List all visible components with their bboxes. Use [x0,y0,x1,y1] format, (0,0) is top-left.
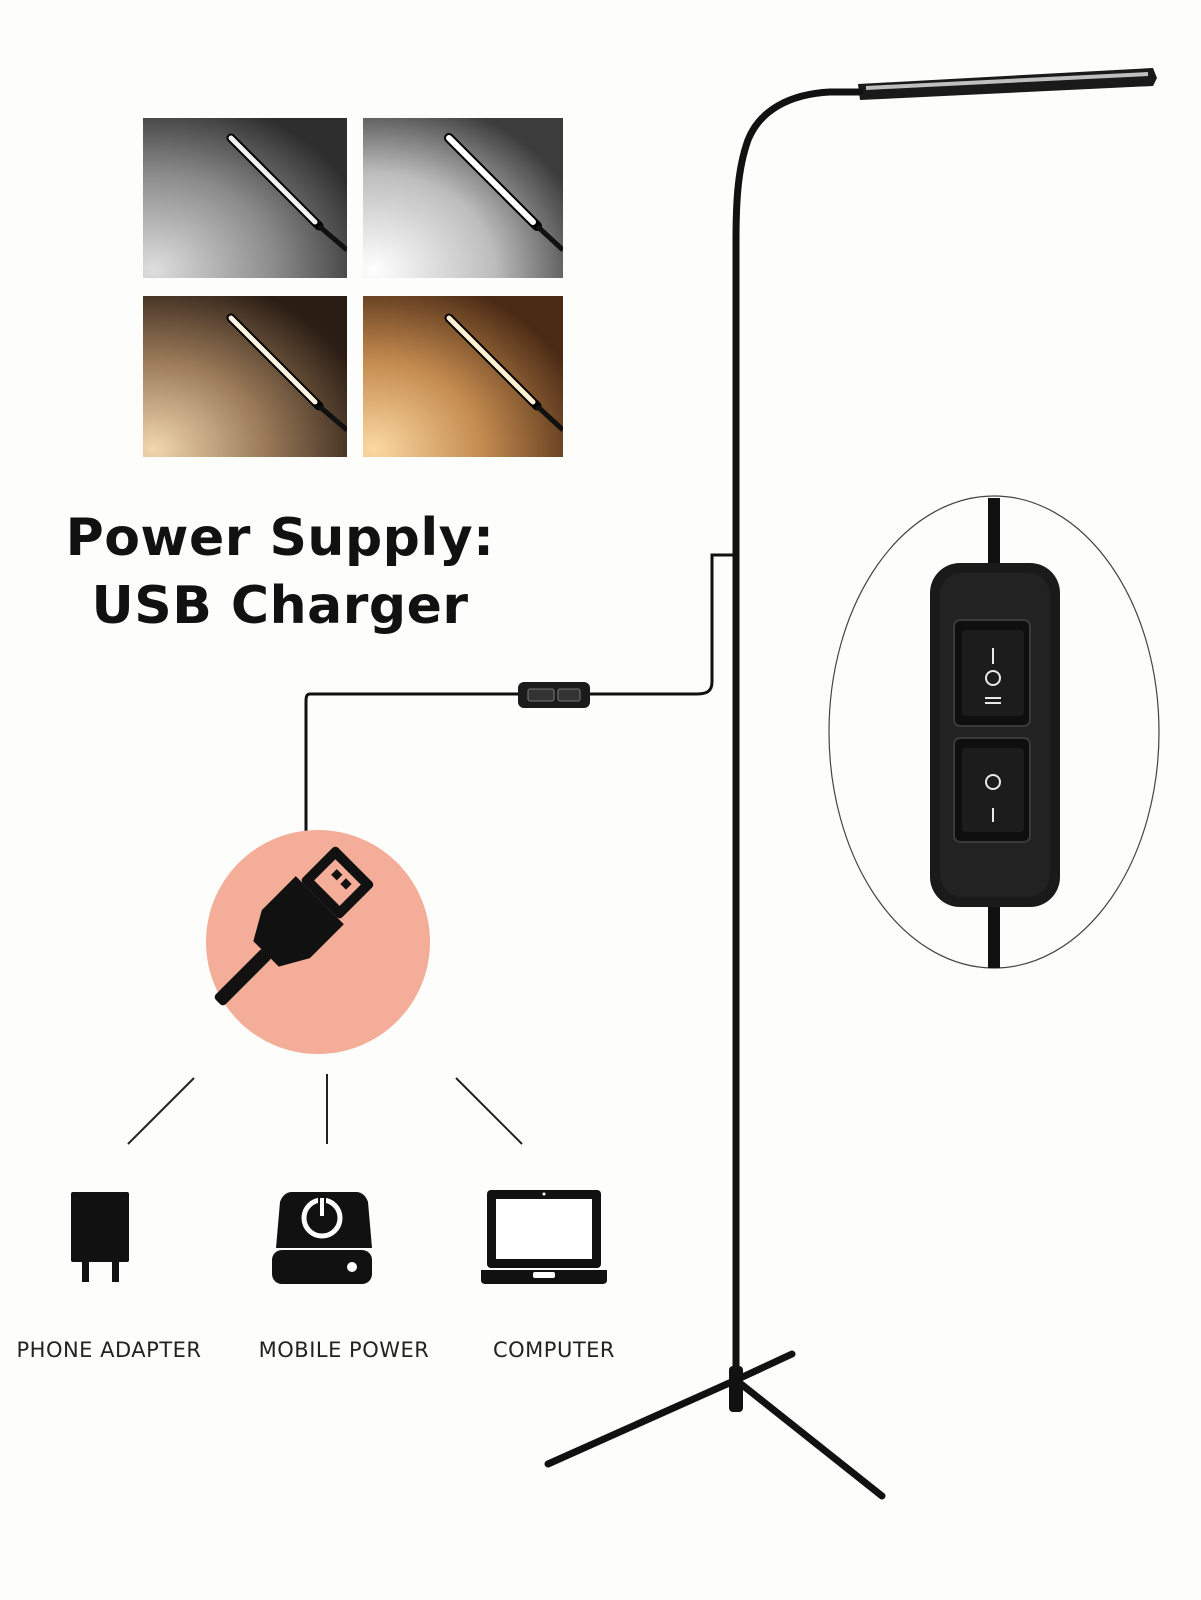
phone-adapter-icon [71,1192,129,1282]
usb-plug-icon [206,830,430,1054]
connector-lines [127,1074,523,1145]
phone-adapter-label: PHONE ADAPTER [16,1338,202,1362]
floor-lamp [544,68,1157,1500]
light-mode-swatch-3 [143,296,347,457]
light-mode-swatch-2 [363,118,563,278]
rocker-switch-icon [828,495,1160,969]
heading-line-1: Power Supply: [65,508,495,568]
heading-line-2: USB Charger [91,576,469,636]
light-mode-swatch-4 [363,296,563,457]
power-bank-icon [272,1192,372,1284]
power-cable [304,553,736,832]
mobile-power-label: MOBILE POWER [258,1338,430,1362]
laptop-icon [481,1190,607,1284]
power-supply-heading: Power Supply: USB Charger [40,504,520,640]
computer-label: COMPUTER [492,1338,616,1362]
light-mode-swatch-1 [143,118,347,278]
